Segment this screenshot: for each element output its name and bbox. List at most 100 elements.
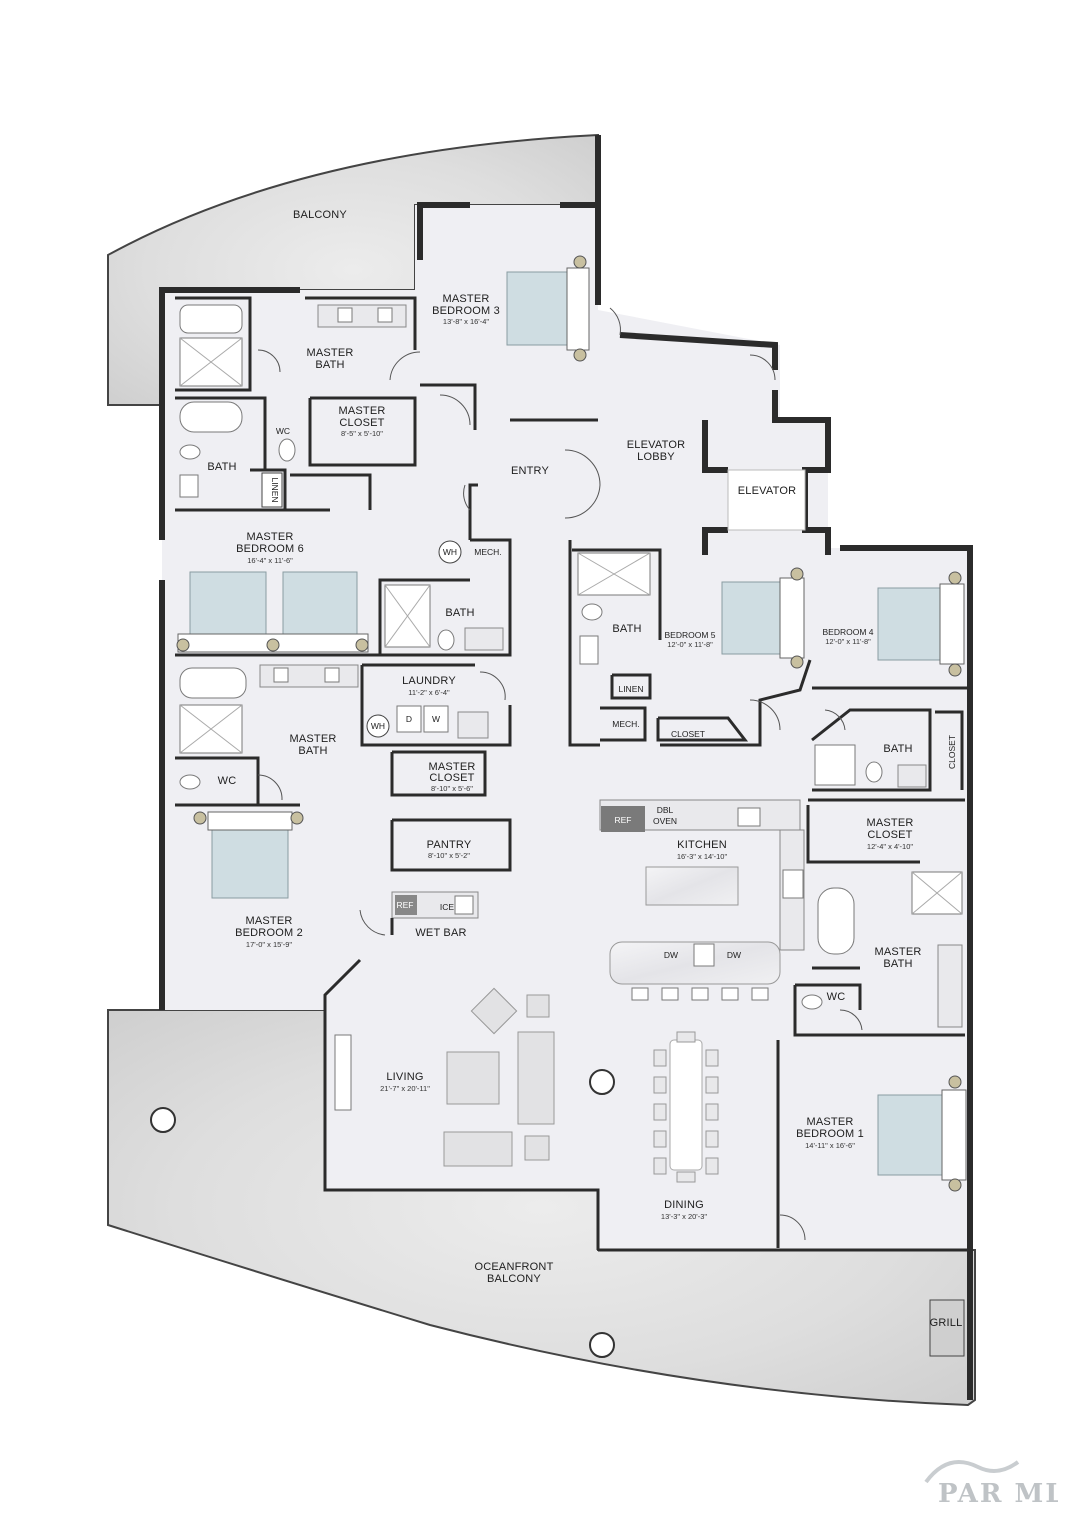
label-elevator-lobby-l1: ELEVATOR (627, 439, 685, 451)
dim-master-bedroom-3: 13'-8" x 16'-4" (443, 317, 489, 326)
label-master-bedroom-6-l2: BEDROOM 6 (236, 543, 304, 555)
dim-dining: 13'-3" x 20'-3" (661, 1212, 707, 1221)
label-washer: W (432, 714, 440, 724)
watermark-text: PAR MLS (938, 1479, 1058, 1509)
label-oceanfront-balcony-l1: OCEANFRONT (475, 1261, 554, 1273)
balcony-column-bottom (589, 1332, 615, 1358)
label-master-closet-top-l2: CLOSET (339, 417, 384, 429)
label-master-bath-east-l2: BATH (883, 958, 912, 970)
toilet-top (278, 438, 296, 462)
label-elevator-lobby-l2: LOBBY (637, 451, 675, 463)
living-side-table-bottom (524, 1135, 550, 1161)
label-elevator: ELEVATOR (738, 485, 796, 497)
label-master-bath-mid-l1: MASTER (289, 733, 336, 745)
label-wet-bar-ref: REF (397, 900, 414, 910)
dim-laundry: 11'-2" x 6'-4" (408, 688, 450, 697)
label-bath-right: BATH (612, 623, 641, 635)
label-wet-bar-ice: ICE (440, 902, 455, 912)
dining-table (669, 1039, 703, 1171)
label-bedroom-4: BEDROOM 4 (822, 627, 873, 637)
label-bedroom-5: BEDROOM 5 (664, 630, 715, 640)
label-laundry: LAUNDRY (402, 675, 456, 687)
watermark-logo: PAR MLS (924, 1460, 1058, 1509)
label-pantry: PANTRY (427, 839, 472, 851)
dim-kitchen: 16'-3" x 14'-10" (677, 852, 728, 861)
label-master-bedroom-2-l2: BEDROOM 2 (235, 927, 303, 939)
label-balcony-top: BALCONY (293, 209, 347, 221)
door-swings (257, 307, 863, 1241)
label-kitchen-oven-l1: DBL (657, 805, 674, 815)
label-kitchen-oven-l2: OVEN (653, 816, 677, 826)
bar-stools (631, 987, 769, 1001)
label-kitchen: KITCHEN (677, 839, 727, 851)
label-wc-mid: WC (218, 775, 237, 787)
label-linen-left: LINEN (270, 477, 280, 502)
water-heater-laundry (366, 714, 390, 738)
label-dryer: D (406, 714, 412, 724)
label-bath-east: BATH (883, 743, 912, 755)
dim-master-closet-top: 8'-5" x 5'-10" (341, 429, 383, 438)
bed-master-bedroom-6-right (282, 571, 358, 635)
label-kitchen-ref: REF (615, 815, 632, 825)
label-master-closet-top-l1: MASTER (338, 405, 385, 417)
label-dining: DINING (664, 1199, 704, 1211)
grill (929, 1299, 965, 1357)
toilet-left (179, 444, 201, 460)
living-ottoman (446, 1051, 500, 1105)
dining-chairs (653, 1031, 719, 1183)
label-master-bedroom-3-l1: MASTER (442, 293, 489, 305)
label-wet-bar: WET BAR (415, 927, 466, 939)
bed-master-bedroom-2 (211, 829, 289, 899)
dim-living: 21'-7" x 20'-11" (380, 1084, 430, 1093)
label-closet-right: CLOSET (671, 729, 705, 739)
sink-left (179, 474, 199, 498)
elevator-shaft (727, 469, 806, 531)
bathtub-top-left (179, 304, 243, 334)
label-mech-right: MECH. (612, 719, 639, 729)
dim-bedroom-5: 12'-0" x 11'-8" (667, 640, 713, 649)
living-sofa-bottom (443, 1131, 513, 1167)
label-master-bedroom-1-l2: BEDROOM 1 (796, 1128, 864, 1140)
label-master-closet-east-l2: CLOSET (867, 829, 912, 841)
label-master-bath-top-l2: BATH (315, 359, 344, 371)
label-living: LIVING (386, 1071, 423, 1083)
balcony-column-left (150, 1107, 176, 1133)
bathtub-mid (179, 667, 247, 699)
tv-console (334, 1034, 352, 1111)
walls-north-wing (175, 296, 598, 512)
label-bath-left: BATH (207, 461, 236, 473)
dim-bedroom-4: 12'-0" x 11'-8" (825, 637, 871, 646)
bathtub-east (817, 887, 855, 955)
sink-top-2 (377, 307, 393, 323)
label-master-closet-mid-l2: CLOSET (429, 772, 474, 784)
bed-bedroom-4 (877, 587, 941, 661)
label-wc-top: WC (276, 426, 290, 436)
dryer (396, 705, 422, 733)
label-laundry-wh: WH (371, 721, 385, 731)
kitchen-island (645, 866, 739, 906)
label-master-bedroom-6-l1: MASTER (246, 531, 293, 543)
label-dw2: DW (727, 950, 741, 960)
washer (423, 705, 449, 733)
label-bath-center: BATH (445, 607, 474, 619)
living-side-table-top (526, 994, 550, 1018)
label-master-closet-east-l1: MASTER (866, 817, 913, 829)
dim-pantry: 8'-10" x 5'-2" (428, 851, 470, 860)
outer-walls (159, 135, 973, 1400)
label-master-bath-top-l1: MASTER (306, 347, 353, 359)
label-linen-right: LINEN (618, 684, 643, 694)
sink-top-1 (337, 307, 353, 323)
dim-master-bedroom-1: 14'-11" x 16'-6" (805, 1141, 855, 1150)
bed-master-bedroom-3 (506, 271, 568, 346)
label-wh: WH (443, 547, 457, 557)
bed-bedroom-5 (721, 581, 781, 655)
label-master-bath-east-l1: MASTER (874, 946, 921, 958)
living-sofa-right (517, 1031, 555, 1125)
label-dw1: DW (664, 950, 678, 960)
dim-master-bedroom-2: 17'-0" x 15'-9" (246, 940, 292, 949)
bed-master-bedroom-1 (877, 1094, 943, 1176)
dim-master-closet-east: 12'-4" x 4'-10" (867, 842, 913, 851)
label-master-closet-mid-l1: MASTER (428, 761, 475, 773)
water-heater (438, 540, 462, 564)
